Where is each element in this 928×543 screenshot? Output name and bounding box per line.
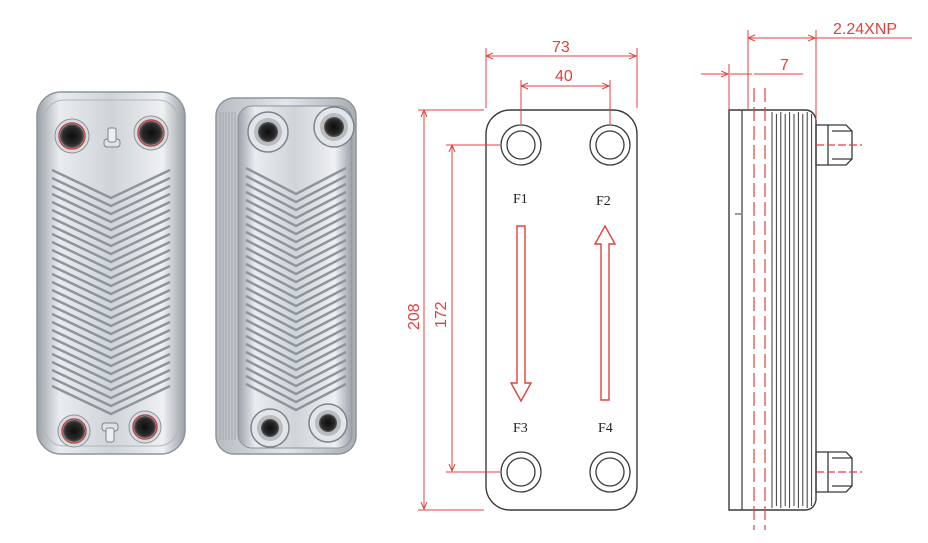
port-label-f3: F3 [513,421,528,436]
port-label-f1: F1 [513,192,528,207]
corrugation-ridge [245,262,347,292]
threaded-connector [313,106,355,148]
dimension-thread [747,30,912,120]
side-view-drawing: 2.24XNP 7 [701,21,912,530]
corrugation-ridge [51,272,171,304]
heat-exchanger-back-photo [215,97,357,455]
corrugation-ridge [51,312,171,344]
flow-arrow-down [509,225,533,403]
corrugation-ridge [51,336,171,368]
threaded-connector [247,111,289,153]
sensor-pin [103,127,121,148]
corrugation-ridge [245,182,347,212]
dimension-thickness [701,64,803,110]
corrugation-ridge [51,384,171,416]
corrugation-ridge [51,296,171,328]
corrugation-ridge [51,224,171,256]
port-hole [54,118,90,154]
corrugation-ridge [245,214,347,244]
dimension-label-172: 172 [433,301,450,328]
corrugation-ridge [51,360,171,392]
corrugation-ridge [245,174,347,204]
dimension-label-208: 208 [406,303,423,330]
corrugation-ridge [245,166,347,196]
port-hole [57,414,91,448]
port-hole [128,410,162,444]
corrugation-ridge [245,366,347,396]
corrugation-ridge [245,206,347,236]
corrugation-ridge [51,376,171,408]
corrugation-ridge [51,176,171,208]
corrugation-ridge [51,280,171,312]
corrugation-ridge [245,350,347,380]
port-label-f4: F4 [598,421,613,436]
corrugation-ridge [51,288,171,320]
corrugation-ridge [51,208,171,240]
corrugation-ridge [245,318,347,348]
flow-arrow-up [593,224,617,401]
dimension-overall-width [485,48,638,108]
corrugation-ridge [245,198,347,228]
dimension-label-thread: 2.24XNP [833,21,897,38]
corrugation-ridge [245,334,347,364]
corrugation-ridge [51,344,171,376]
side-connector-bottom [815,451,862,493]
corrugation-ridge [245,374,347,404]
corrugation-ridge [51,304,171,336]
dimension-port-spacing [520,80,611,124]
front-view-drawing: F1 F2 F3 F4 73 40 208 [406,39,638,511]
corrugation-ridge [245,310,347,340]
corrugation-ridge [51,368,171,400]
port-circle-f4 [589,451,631,493]
corrugation-ridge [245,254,347,284]
corrugation-ridge [51,184,171,216]
corrugation-ridge [51,232,171,264]
corrugation-ridge [51,240,171,272]
port-circle-f3 [500,451,542,493]
dimension-label-73: 73 [552,39,570,56]
plate-outline [485,109,638,511]
corrugation-ridge [245,270,347,300]
corrugation-ridge [51,192,171,224]
port-circle-f1 [500,124,542,166]
corrugation-ridge [245,382,347,412]
threaded-connector [250,408,290,448]
dimension-label-40: 40 [555,68,573,85]
side-connector-top [815,124,862,166]
port-hole [133,115,169,151]
corrugation-ridge [245,358,347,388]
corrugation-ridge [51,256,171,288]
corrugation-ridge [245,342,347,372]
corrugation-ridge [245,278,347,308]
corrugation-ridge [245,294,347,324]
corrugation-ridge [51,352,171,384]
corrugation-ridge [51,200,171,232]
corrugation-ridge [245,190,347,220]
port-circle-f2 [589,124,631,166]
corrugation-ridge [51,216,171,248]
corrugation-ridge [51,320,171,352]
corrugation-ridge [245,302,347,332]
heat-exchanger-front-photo [36,91,186,455]
corrugation-ridge [245,246,347,276]
corrugation-ridge [51,328,171,360]
corrugation-ridge [51,168,171,200]
corrugation-ridge [51,264,171,296]
dimension-port-height-spacing [446,144,500,473]
dimension-label-7: 7 [780,57,789,74]
port-label-f2: F2 [596,194,611,209]
threaded-connector [308,403,348,443]
corrugation-ridge [245,326,347,356]
dimension-overall-height [418,109,484,511]
corrugation-ridge [245,222,347,252]
corrugation-ridge [51,248,171,280]
corrugation-ridge [245,286,347,316]
sensor-pin [101,422,119,443]
corrugation-ridge [245,238,347,268]
corrugation-ridge [245,230,347,260]
